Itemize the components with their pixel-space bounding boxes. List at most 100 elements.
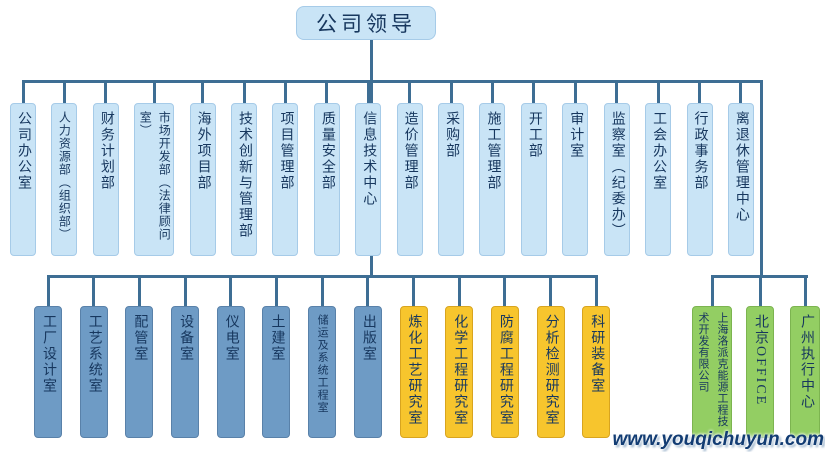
level2-row: 公司办公室 人力资源部（组织部） 财务计划部 市场开发部（法律顾问室） 海外项目…	[10, 81, 754, 256]
org-node: 化学工程研究室	[445, 275, 474, 438]
org-node: 炼化工艺研究室	[399, 275, 428, 438]
org-node: 防腐工程研究室	[490, 275, 519, 438]
org-node: 造价管理部	[396, 81, 423, 256]
org-node-box: 仪电室	[216, 306, 245, 438]
org-node-box: 项目管理部	[272, 103, 299, 256]
org-node-box: 设备室	[171, 306, 200, 438]
connector-stub	[62, 81, 66, 103]
connector-stub	[656, 81, 660, 103]
connector-stub	[21, 81, 25, 103]
org-node: 行政事务部	[686, 81, 713, 256]
org-node-box: 市场开发部（法律顾问室）	[134, 103, 175, 256]
org-node: 施工管理部	[479, 81, 506, 256]
org-node-box: 质量安全部	[313, 103, 340, 256]
org-node-box: 审计室	[562, 103, 589, 256]
org-node: 质量安全部	[313, 81, 340, 256]
org-node: 监察室（纪委办）	[603, 81, 630, 256]
org-node-box: 储运及系统工程室	[308, 306, 337, 438]
org-node-box: 工艺系统室	[79, 306, 108, 438]
watermark-url: www.youqichuyun.com	[612, 429, 824, 450]
org-node: 公司办公室	[10, 81, 36, 256]
connector-stub	[242, 81, 246, 103]
org-node-box: 上海洛派克能源工程技术开发有限公司	[692, 306, 732, 438]
org-node: 人力资源部（组织部）	[51, 81, 78, 256]
org-node-box: 配管室	[125, 306, 154, 438]
connector-stub	[408, 81, 412, 103]
org-node: 广州执行中心	[790, 275, 820, 438]
connector-stub	[457, 275, 461, 306]
org-node-box: 行政事务部	[686, 103, 713, 256]
org-node-box: 造价管理部	[396, 103, 423, 256]
org-node: 北京OFFICE	[746, 275, 774, 438]
connector-stub	[46, 275, 50, 306]
org-node: 土建室	[262, 275, 291, 438]
org-node-box: 科研装备室	[582, 306, 611, 438]
branches-row: 上海洛派克能源工程技术开发有限公司 北京OFFICE 广州执行中心	[692, 275, 820, 438]
connector-stub	[137, 275, 141, 306]
org-node-box: 工厂设计室	[34, 306, 62, 438]
connector-stub	[549, 275, 553, 306]
org-node: 配管室	[125, 275, 154, 438]
org-node: 开工部	[520, 81, 547, 256]
org-node: 上海洛派克能源工程技术开发有限公司	[692, 275, 732, 438]
org-node: 海外项目部	[189, 81, 216, 256]
connector-stub	[615, 81, 619, 103]
connector-stub	[283, 81, 287, 103]
connector-stub	[803, 275, 807, 306]
org-node-box: 监察室（纪委办）	[603, 103, 630, 256]
level2-rail-line	[22, 80, 763, 83]
org-node-box: 分析检测研究室	[536, 306, 565, 438]
connector-stub	[758, 275, 762, 306]
connector-stub	[366, 81, 370, 103]
org-node: 工厂设计室	[34, 275, 62, 438]
connector-stub	[229, 275, 233, 306]
connector-stub	[152, 81, 156, 103]
connector-stub	[503, 275, 507, 306]
right-branch-line	[760, 80, 763, 278]
connector-stub	[573, 81, 577, 103]
org-node-box: 广州执行中心	[790, 306, 820, 438]
org-node-box: 海外项目部	[189, 103, 216, 256]
connector-stub	[710, 275, 714, 306]
org-node-box: 工会办公室	[645, 103, 672, 256]
org-node: 财务计划部	[92, 81, 119, 256]
org-node: 仪电室	[216, 275, 245, 438]
connector-stub	[739, 81, 743, 103]
connector-stub	[92, 275, 96, 306]
org-node-box: 施工管理部	[479, 103, 506, 256]
org-node: 采购部	[438, 81, 465, 256]
org-node: 技术创新与管理部	[231, 81, 258, 256]
connector-stub	[320, 275, 324, 306]
connector-stub	[104, 81, 108, 103]
org-node-box: 化学工程研究室	[445, 306, 474, 438]
org-node-box: 离退休管理中心	[727, 103, 754, 256]
org-node: 审计室	[562, 81, 589, 256]
connector-stub	[490, 81, 494, 103]
org-node-box: 采购部	[438, 103, 465, 256]
org-node: 工会办公室	[645, 81, 672, 256]
org-node-box: 技术创新与管理部	[231, 103, 258, 256]
org-node: 出版室	[353, 275, 382, 438]
connector-stub	[183, 275, 187, 306]
org-node: 设备室	[171, 275, 200, 438]
org-node: 市场开发部（法律顾问室）	[134, 81, 175, 256]
org-node-box: 炼化工艺研究室	[399, 306, 428, 438]
connector-stub	[325, 81, 329, 103]
org-node-box: 信息技术中心	[355, 103, 382, 256]
connector-stub	[201, 81, 205, 103]
org-node-box: 公司办公室	[10, 103, 36, 256]
org-node: 信息技术中心	[355, 81, 382, 256]
org-node: 工艺系统室	[79, 275, 108, 438]
org-node-box: 土建室	[262, 306, 291, 438]
connector-stub	[366, 275, 370, 306]
root-box: 公司领导	[296, 6, 436, 40]
org-node-box: 人力资源部（组织部）	[51, 103, 78, 256]
level3-row: 工厂设计室 工艺系统室 配管室 设备室 仪电室 土建室 储运及系统工程室 出版室…	[34, 275, 611, 438]
connector-stub	[412, 275, 415, 306]
org-node: 离退休管理中心	[727, 81, 754, 256]
connector-stub	[449, 81, 453, 103]
org-node-box: 出版室	[353, 306, 382, 438]
org-node-box: 防腐工程研究室	[490, 306, 519, 438]
org-node: 分析检测研究室	[536, 275, 565, 438]
